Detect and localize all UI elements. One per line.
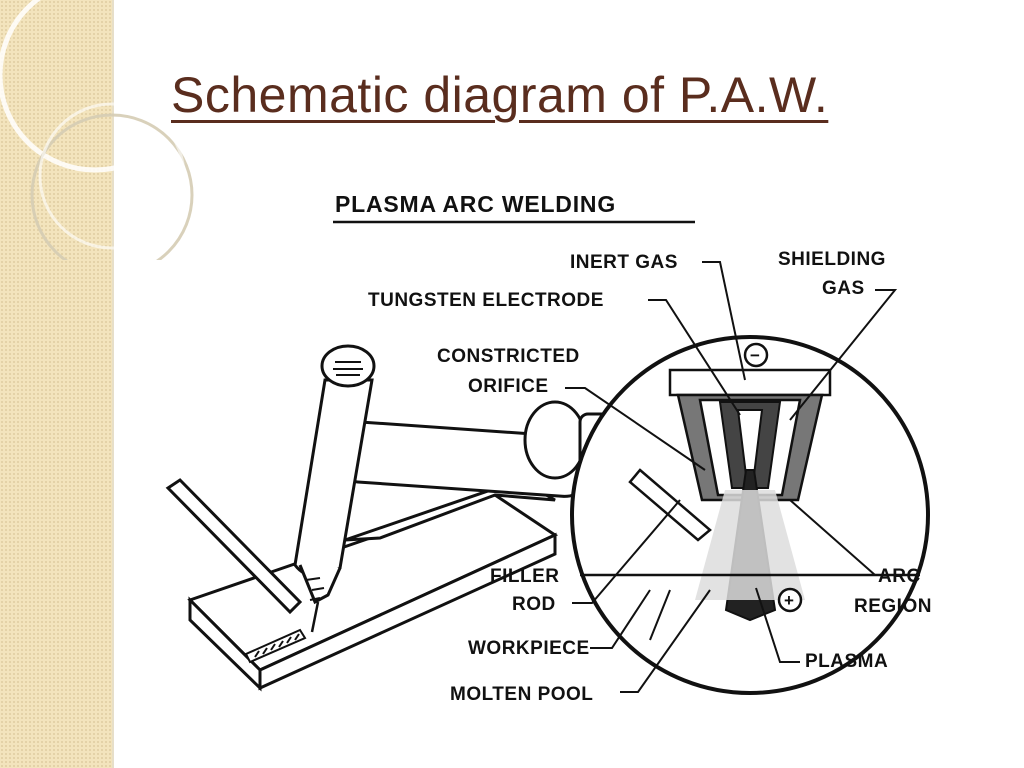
- label-workpiece: WORKPIECE: [468, 638, 590, 659]
- leader-lines: [565, 261, 898, 693]
- decorative-rings: [0, 0, 194, 260]
- label-inert-gas: INERT GAS: [570, 252, 678, 273]
- magnified-view: − +: [570, 335, 930, 695]
- label-rod: ROD: [512, 594, 556, 615]
- positive-symbol: +: [784, 591, 794, 610]
- label-constricted: CONSTRICTED: [437, 346, 580, 367]
- sidebar-edge: [112, 0, 114, 768]
- label-shielding: SHIELDING: [778, 249, 886, 270]
- label-arc: ARC: [878, 566, 921, 587]
- weld-bead: [244, 628, 307, 664]
- negative-symbol: −: [750, 346, 760, 365]
- label-region: REGION: [854, 596, 932, 617]
- label-gas: GAS: [822, 278, 865, 299]
- label-tungsten-electrode: TUNGSTEN ELECTRODE: [368, 290, 604, 311]
- label-plasma: PLASMA: [805, 651, 888, 672]
- diagram-heading: PLASMA ARC WELDING: [335, 191, 616, 217]
- plasma-arc-welding-diagram: PLASMA ARC WELDING: [165, 191, 932, 705]
- label-filler: FILLER: [490, 566, 560, 587]
- slide-title: Schematic diagram of P.A.W.: [171, 67, 829, 123]
- label-orifice: ORIFICE: [468, 376, 549, 397]
- workpiece-plates: [187, 478, 559, 692]
- filler-rod-left: [165, 478, 303, 615]
- label-molten-pool: MOLTEN POOL: [450, 684, 593, 705]
